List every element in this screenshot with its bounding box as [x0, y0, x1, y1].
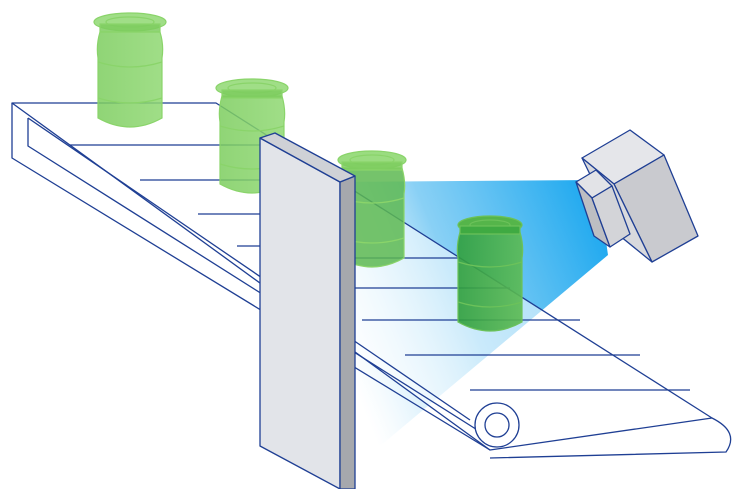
partition-panel	[259, 132, 356, 489]
jar-4	[456, 215, 524, 332]
jar-3	[337, 150, 407, 268]
jar-1	[93, 12, 167, 128]
vision-sensor	[575, 129, 699, 263]
